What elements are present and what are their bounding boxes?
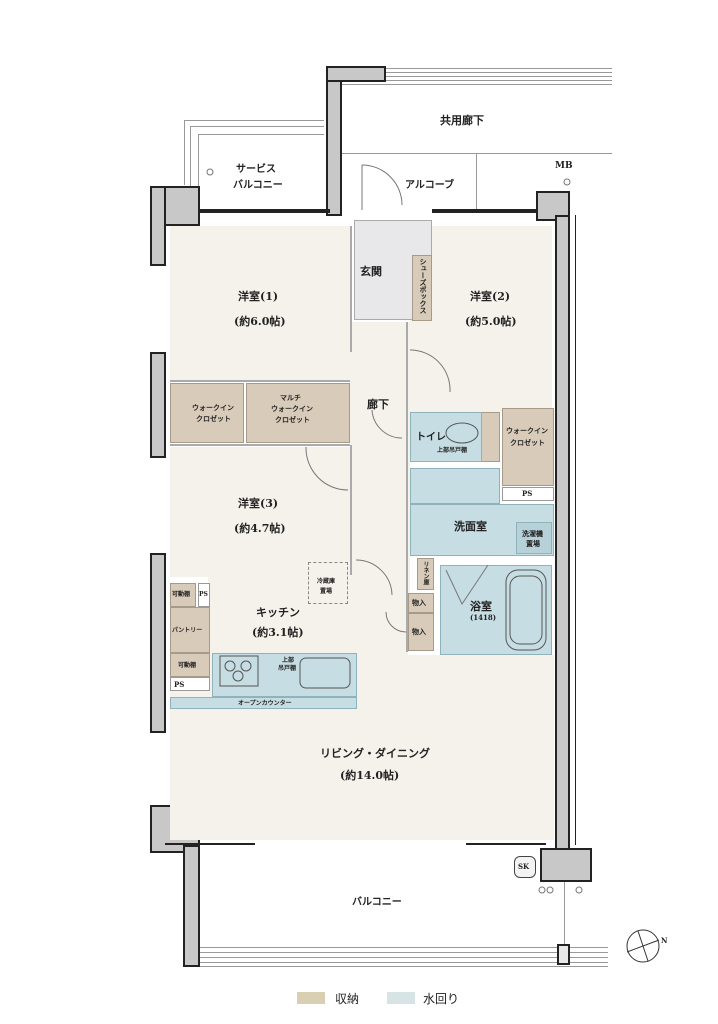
label-shoe-box: シューズボックス	[419, 258, 428, 314]
western-room-2	[410, 226, 552, 412]
wall-top-exterior	[200, 209, 330, 213]
label-kitchen-size: (約3.1帖)	[252, 626, 304, 639]
legend-storage-swatch	[297, 992, 325, 1004]
label-multi-wic-1: マルチ	[280, 393, 301, 402]
wall-left-balcony	[183, 845, 200, 967]
label-toilet-upper-cabinet: 上部吊戸棚	[437, 447, 468, 454]
compass-icon	[626, 929, 660, 963]
western-room-1	[170, 226, 350, 380]
label-western2-size: (約5.0帖)	[465, 315, 517, 328]
label-wic2-2: クロゼット	[510, 438, 545, 447]
label-wic1-1: ウォークイン	[192, 403, 234, 412]
label-linen-cabinet: リネン庫	[422, 561, 429, 585]
wall-left-segment-2	[150, 352, 166, 458]
movable-shelf-bottom	[170, 653, 210, 677]
label-bathroom: 浴室	[470, 600, 492, 613]
label-kitchen: キッチン	[256, 606, 300, 619]
label-living-size: (約14.0帖)	[340, 769, 400, 782]
label-western3-size: (約4.7帖)	[234, 522, 286, 535]
label-entrance: 玄関	[360, 265, 382, 278]
label-alcove: アルコーブ	[405, 180, 455, 191]
corridor-divider	[342, 153, 612, 154]
label-western1: 洋室(1)	[238, 290, 279, 303]
label-multi-wic-3: クロゼット	[275, 415, 310, 424]
legend: 収納 水回り	[297, 990, 497, 1010]
western-room-3	[170, 447, 350, 577]
label-storage-b: 物入	[412, 627, 426, 636]
label-hallway: 廊下	[367, 398, 389, 411]
storage-a	[408, 593, 434, 613]
label-ps-right: PS	[522, 489, 533, 498]
legend-storage-label: 収納	[335, 992, 360, 1006]
label-common-corridor: 共用廊下	[440, 114, 484, 127]
label-washer-1: 洗濯機	[522, 529, 543, 538]
open-counter	[170, 697, 357, 709]
label-open-counter: オープンカウンター	[238, 700, 292, 707]
balcony-post	[557, 944, 570, 965]
legend-wet-swatch	[387, 992, 415, 1004]
wall-bottom-exterior-right	[466, 843, 546, 847]
wall-left-segment-3	[150, 553, 166, 733]
label-multi-wic-2: ウォークイン	[271, 404, 313, 413]
walk-in-closet-1	[170, 383, 244, 443]
ps-right-box	[502, 487, 554, 501]
alcove-mb-divider	[476, 153, 477, 213]
label-ps-small: PS	[199, 591, 208, 598]
label-toilet: トイレ	[416, 432, 446, 443]
label-movable-shelf-top: 可動棚	[172, 591, 191, 598]
label-washroom: 洗面室	[454, 520, 487, 533]
legend-wet-label: 水回り	[423, 992, 460, 1006]
movable-shelf-top	[170, 583, 196, 607]
label-bathroom-size: (1418)	[470, 613, 497, 622]
label-movable-shelf-bottom: 可動棚	[178, 662, 197, 669]
label-wic1-2: クロゼット	[196, 414, 231, 423]
multi-walk-in-closet	[246, 383, 350, 443]
label-fridge-1: 冷蔵庫	[317, 578, 336, 585]
balcony-partition-line	[564, 880, 565, 946]
shoe-box	[412, 255, 432, 321]
toilet-lower	[410, 468, 500, 504]
label-sk: SK	[518, 862, 530, 871]
label-western3: 洋室(3)	[238, 497, 279, 510]
kitchen-counter	[212, 653, 357, 697]
label-ps-left: PS	[174, 680, 185, 689]
fridge-space	[308, 562, 348, 604]
label-pantry: パントリー	[172, 627, 203, 634]
label-wic2-1: ウォークイン	[506, 426, 548, 435]
storage-b	[408, 613, 434, 651]
label-washer-2: 置場	[526, 539, 540, 548]
bathroom	[440, 565, 552, 655]
wall-top-exterior-right	[432, 209, 538, 213]
pantry	[170, 607, 210, 653]
label-fridge-2: 置場	[320, 588, 333, 595]
label-service-balcony-1: サービス	[236, 164, 276, 175]
label-western1-size: (約6.0帖)	[234, 315, 286, 328]
linen-cabinet	[417, 558, 434, 590]
walk-in-closet-2	[502, 408, 554, 486]
right-outer-line	[575, 215, 576, 845]
label-compass-north: N	[661, 936, 668, 945]
washer-space	[516, 522, 552, 554]
wall-corridor-top-cap	[326, 66, 386, 82]
label-storage-a: 物入	[412, 598, 426, 607]
wall-bottom-right-pillar	[540, 848, 592, 882]
label-kitchen-upper-cabinet-2: 吊戸棚	[278, 665, 297, 672]
wall-bottom-exterior	[165, 843, 255, 847]
sk-sink	[514, 856, 536, 878]
label-service-balcony-2: バルコニー	[233, 180, 283, 191]
label-living: リビング・ダイニング	[320, 747, 430, 760]
label-balcony: バルコニー	[352, 897, 402, 908]
label-mb: MB	[555, 161, 573, 171]
ps-left-box	[170, 677, 210, 691]
label-western2: 洋室(2)	[470, 290, 511, 303]
toilet	[410, 412, 482, 462]
ps-small-box	[198, 583, 210, 607]
wall-left-segment-1	[150, 186, 166, 266]
label-kitchen-upper-cabinet-1: 上部	[282, 657, 295, 664]
